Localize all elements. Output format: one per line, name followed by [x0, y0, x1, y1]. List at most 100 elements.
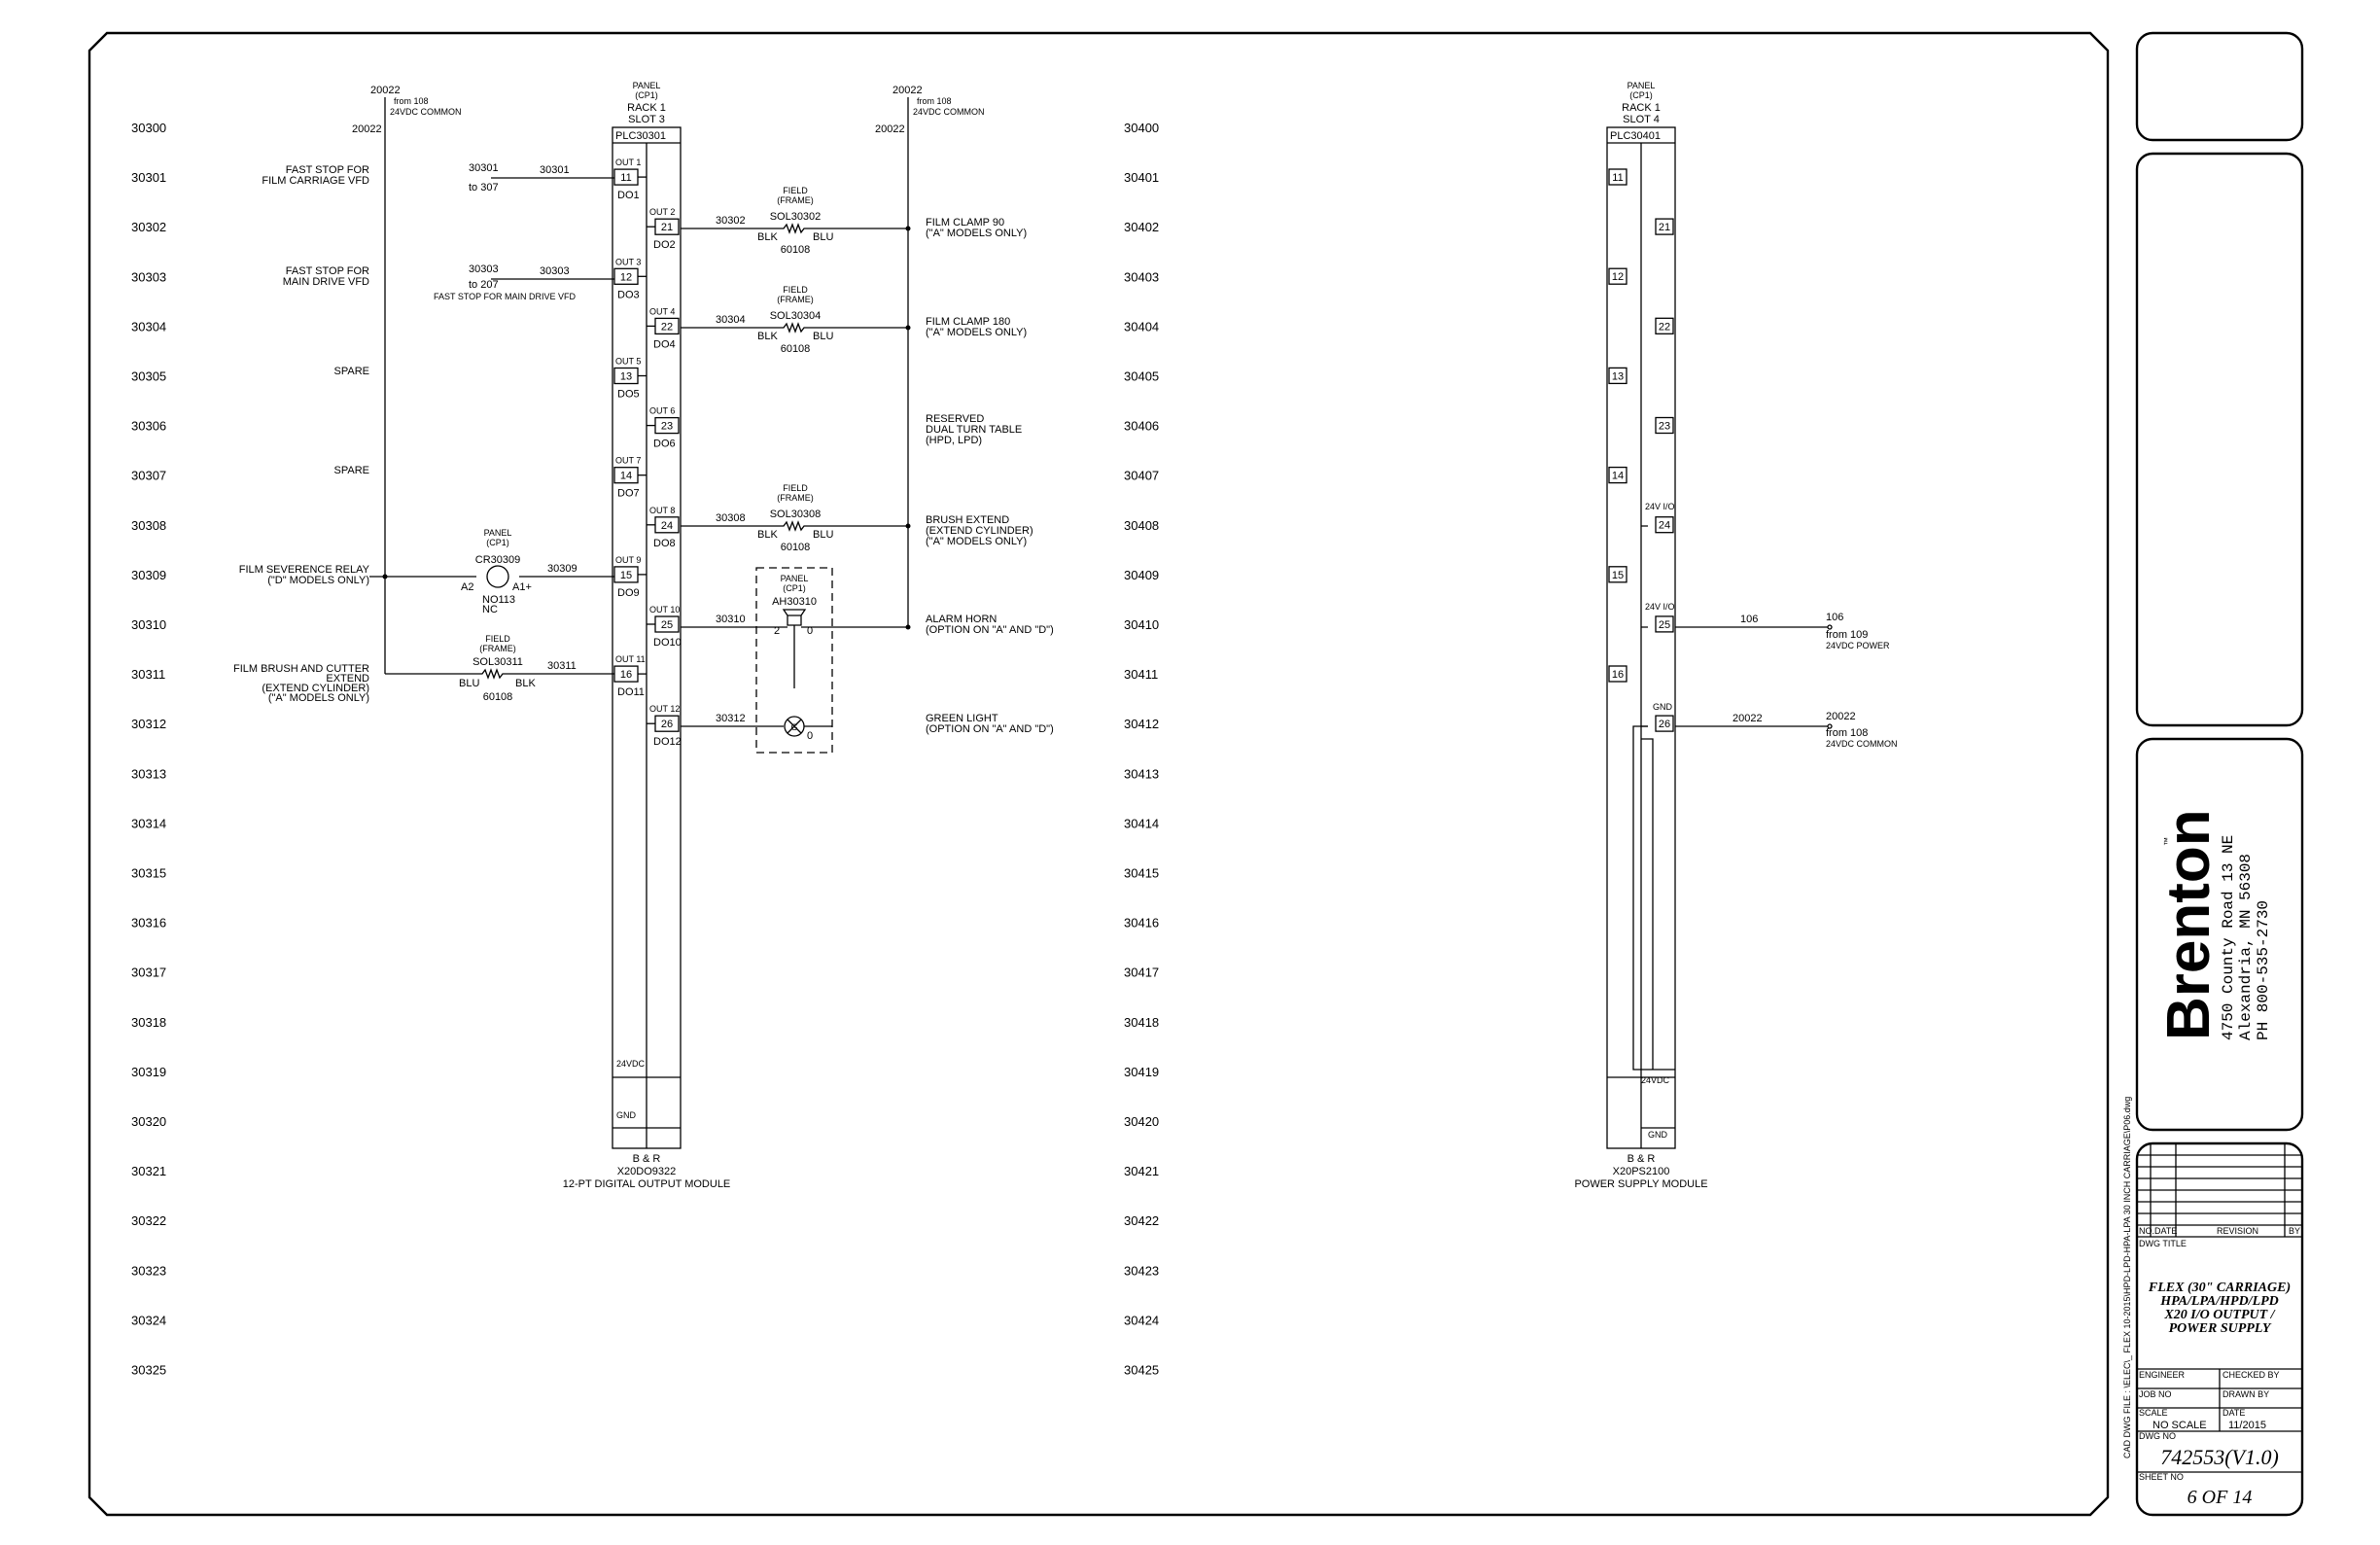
sol304-color2: BLU [813, 331, 833, 342]
horn-tag3: AH30310 [772, 596, 817, 608]
mod1-terminal-left: 15 [620, 570, 632, 581]
row-number-left: 30317 [131, 966, 166, 980]
sol308-desc1: BRUSH EXTEND [926, 514, 1009, 526]
row-number-right: 30416 [1124, 916, 1159, 931]
fast-stop-film-line2: FILM CARRIAGE VFD [262, 175, 369, 187]
mod1-do-left: DO3 [617, 289, 640, 300]
fast-stop-main-note: FAST STOP FOR MAIN DRIVE VFD [434, 292, 577, 301]
mod1-tag: PLC30301 [615, 130, 666, 142]
row-number-right: 30409 [1124, 568, 1159, 582]
fast-stop-main-line1: FAST STOP FOR [286, 265, 369, 277]
brenton-logo: Brenton [2155, 809, 2222, 1040]
brush-desc-line1: FILM BRUSH AND CUTTER [233, 663, 369, 675]
mod1-do-left: DO9 [617, 587, 640, 599]
mod1-out-right: OUT 2 [649, 207, 675, 217]
scale-value: NO SCALE [2152, 1420, 2207, 1431]
row-number-right: 30401 [1124, 170, 1159, 185]
mod2-terminal-box [1655, 615, 1674, 633]
mod2-label-24: 24V I/O [1645, 502, 1675, 511]
sol302-desc2: ("A" MODELS ONLY) [926, 228, 1027, 239]
row-number-left: 30301 [131, 170, 166, 185]
mod1-out-right: OUT 4 [649, 306, 675, 316]
engineer-label: ENGINEER [2139, 1370, 2186, 1380]
mod1-description: 12-PT DIGITAL OUTPUT MODULE [563, 1178, 731, 1190]
mod1-terminal-right: 26 [661, 719, 673, 730]
sol304-desc1: FILM CLAMP 180 [926, 316, 1010, 328]
mod1-maker: B & R [633, 1153, 661, 1165]
sol308-color2: BLU [813, 529, 833, 541]
mod1-24vdc-label: 24VDC [616, 1059, 646, 1069]
mod1-do-left: DO7 [617, 488, 640, 500]
brush-color1: BLU [459, 678, 479, 689]
sol302-tag3: SOL30302 [770, 211, 822, 223]
relay-pin-a1: A1+ [512, 581, 532, 593]
row-number-left: 30315 [131, 866, 166, 881]
row-number-right: 30404 [1124, 319, 1159, 334]
horn-desc2: (OPTION ON "A" AND "D") [926, 624, 1054, 636]
sol302-desc1: FILM CLAMP 90 [926, 217, 1004, 228]
brush-part: 60108 [483, 691, 513, 703]
row-number-right: 30418 [1124, 1015, 1159, 1030]
mod2-106-ref2: from 109 [1826, 629, 1868, 641]
mod2-panel-line1: PANEL [1628, 81, 1656, 90]
mod1-out-left: OUT 7 [615, 456, 641, 466]
sol302-tag2: (FRAME) [777, 195, 814, 205]
row-number-left: 30305 [131, 369, 166, 384]
mod1-out-left: OUT 5 [615, 357, 641, 367]
row-number-right: 30417 [1124, 966, 1159, 980]
title-box-logo [2135, 737, 2304, 1132]
horn-tag2: (CP1) [783, 583, 806, 593]
horn-tag1: PANEL [781, 574, 809, 583]
dwg-title-line1: FLEX (30" CARRIAGE) [2148, 1281, 2291, 1295]
row-number-left: 30302 [131, 220, 166, 234]
sol302-tag1: FIELD [783, 186, 808, 195]
row-number-left: 30306 [131, 419, 166, 434]
mod1-terminal-right: 23 [661, 421, 673, 433]
mod2-gnd-label: GND [1648, 1130, 1668, 1140]
reserved-line3: (HPD, LPD) [926, 435, 982, 446]
right-common-bus: 20022 from 108 24VDC COMMON 20022 [875, 85, 985, 627]
mod2-terminal-box [1655, 516, 1674, 534]
mod1-model: X20DO9322 [617, 1166, 677, 1177]
drawn-label: DRAWN BY [2222, 1389, 2269, 1399]
mod1-terminal-left: 13 [620, 371, 632, 383]
row-number-left: 30304 [131, 319, 166, 334]
mod1-do-left: DO11 [617, 686, 645, 698]
mod1-out-right: OUT 8 [649, 506, 675, 515]
sol304-desc2: ("A" MODELS ONLY) [926, 327, 1027, 338]
dwg-no-value: 742553(V1.0) [2160, 1445, 2279, 1469]
mod2-terminal-left: 13 [1612, 370, 1624, 382]
sol302-color2: BLU [813, 231, 833, 243]
mod1-terminal-left: 14 [620, 471, 632, 482]
fast-stop-film-line1: FAST STOP FOR [286, 164, 369, 176]
mod2-106-ref3: 24VDC POWER [1826, 641, 1890, 650]
mod2-tag: PLC30401 [1610, 130, 1661, 142]
mod1-out-right: OUT 12 [649, 704, 680, 714]
sol304-part: 60108 [781, 343, 811, 355]
relay-desc-line2: ("D" MODELS ONLY) [267, 575, 369, 586]
sol308-tag2: (FRAME) [777, 493, 814, 503]
mod2-terminal-right: 25 [1659, 619, 1670, 631]
right-common-from: from 108 [917, 96, 952, 106]
light-desc1: GREEN LIGHT [926, 713, 998, 724]
sol302-color1: BLK [757, 231, 778, 243]
title-box-info [2135, 1141, 2304, 1517]
scale-label: SCALE [2139, 1408, 2168, 1418]
mod1-out-left: OUT 11 [615, 654, 646, 664]
mod2-maker: B & R [1628, 1153, 1656, 1165]
mod1-terminal-right: 25 [661, 619, 673, 631]
horn-desc1: ALARM HORN [926, 614, 997, 625]
row-number-left: 30320 [131, 1114, 166, 1129]
relay-coil-icon [486, 565, 509, 588]
row-number-right: 30400 [1124, 121, 1159, 135]
mod2-terminal-right: 21 [1659, 222, 1670, 233]
row-number-right: 30414 [1124, 816, 1159, 830]
row-number-right: 30424 [1124, 1313, 1159, 1327]
fast-stop-film-wire: 30301 [540, 164, 570, 176]
mod1-panel-line4: SLOT 3 [628, 114, 665, 125]
mod2-terminal-right: 22 [1659, 321, 1670, 333]
relay-tag1: PANEL [484, 528, 512, 538]
brush-wire: 30311 [547, 660, 577, 672]
left-devices: FAST STOP FOR FILM CARRIAGE VFD 30301 to… [233, 162, 614, 704]
